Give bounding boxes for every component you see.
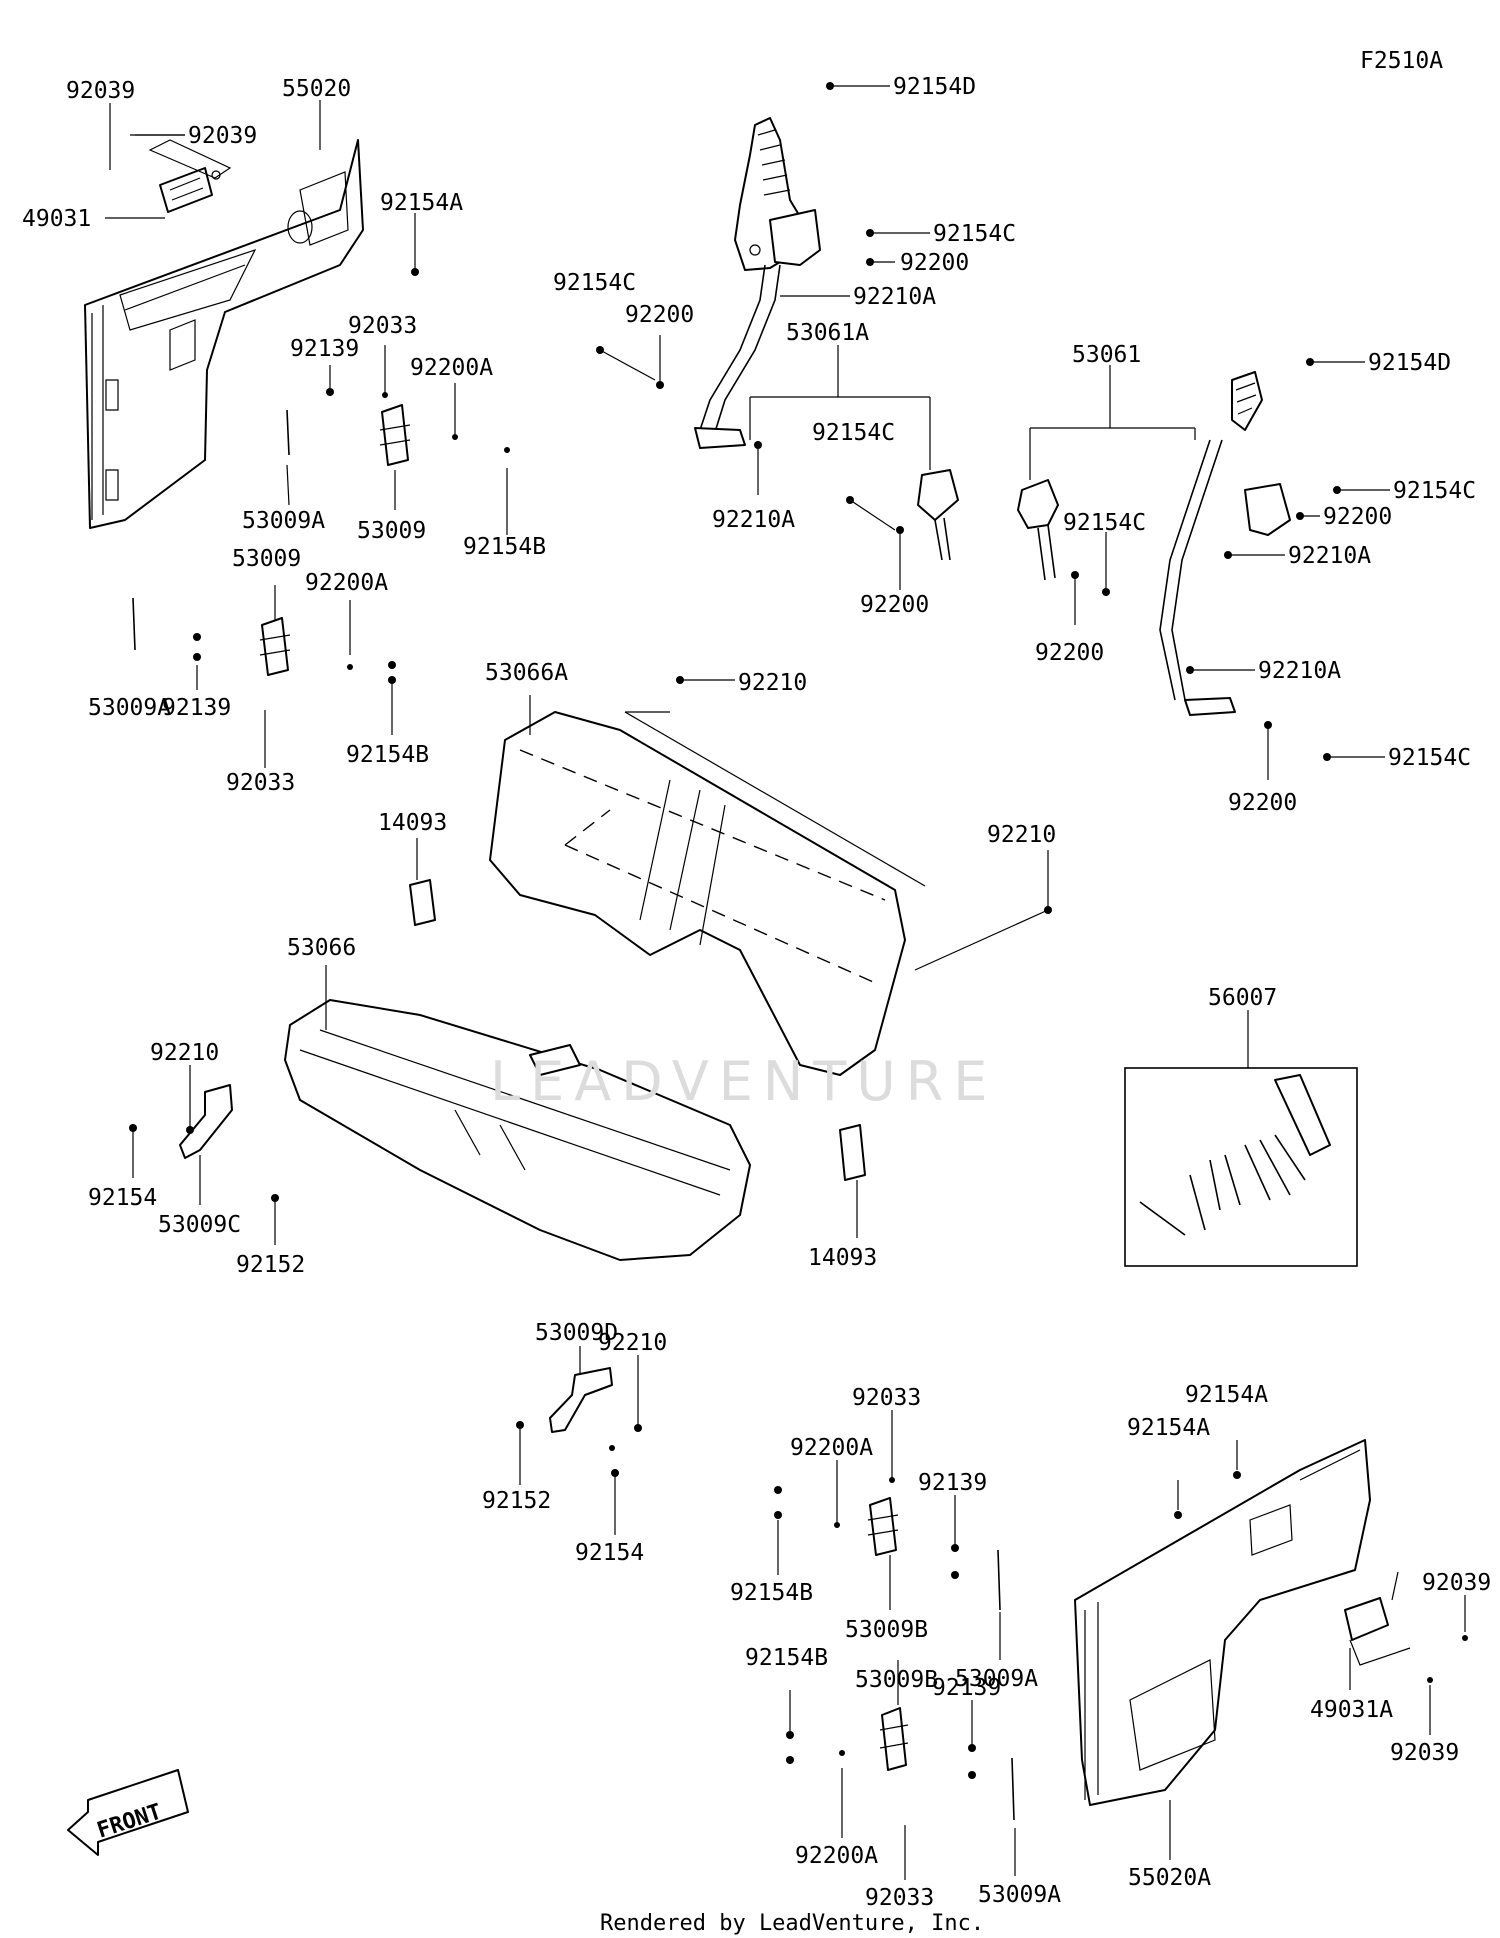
part-label: 53009C	[158, 1212, 241, 1238]
part-label: 53061	[1072, 342, 1141, 368]
part-label: 92210	[150, 1040, 219, 1066]
part-label: 92154C	[553, 270, 636, 296]
front-arrow: FRONT	[67, 1769, 189, 1856]
part-label: 53066	[287, 935, 356, 961]
part-label: 53009A	[88, 695, 171, 721]
part-label: 92039	[66, 78, 135, 104]
part-label: 92200A	[795, 1843, 878, 1869]
part-label: 92210A	[1258, 658, 1341, 684]
seat-bottom-53066	[284, 999, 751, 1261]
part-label: 92200	[1228, 790, 1297, 816]
part-label: 92154D	[893, 74, 976, 100]
part-label: 92200A	[305, 570, 388, 596]
part-label: 92200A	[790, 1435, 873, 1461]
part-label: 53066A	[485, 660, 568, 686]
part-label: 49031	[22, 206, 91, 232]
part-label: 53009	[232, 546, 301, 572]
part-label: 53061A	[786, 320, 869, 346]
part-label: 92200	[860, 592, 929, 618]
part-label: 92139	[918, 1470, 987, 1496]
part-label: 92039	[1390, 1740, 1459, 1766]
part-label: 53009D	[535, 1320, 618, 1346]
hinge-53009b-upper	[867, 1497, 899, 1556]
seat-belt-retractor-center	[694, 117, 821, 449]
part-label: 92154A	[1127, 1415, 1210, 1441]
bracket-53009c	[179, 1084, 233, 1159]
left-side-panel-55020	[84, 139, 364, 529]
part-label: 92039	[188, 123, 257, 149]
diagram-code: F2510A	[1360, 48, 1443, 74]
part-label: 53009B	[855, 1667, 938, 1693]
part-label: 92033	[226, 770, 295, 796]
part-label: 92154A	[380, 190, 463, 216]
buckle-53061a	[917, 469, 959, 561]
hinge-53009-mid	[259, 617, 291, 676]
part-label: 92033	[865, 1885, 934, 1911]
part-label: 14093	[378, 810, 447, 836]
watermark: LEADVENTURE	[490, 1050, 997, 1113]
part-label: 92154C	[1063, 510, 1146, 536]
part-label: 92200	[1323, 504, 1392, 530]
part-label: 53009A	[978, 1882, 1061, 1908]
part-label: 92033	[348, 313, 417, 339]
part-label: 55020	[282, 76, 351, 102]
part-label: 92154A	[1185, 1382, 1268, 1408]
part-label: 92154B	[346, 742, 429, 768]
part-label: 92033	[852, 1385, 921, 1411]
seat-belt-right-53061	[1017, 371, 1291, 716]
bolts-53009a	[132, 409, 1015, 1821]
part-label: 92210A	[712, 507, 795, 533]
part-label: 55020A	[1128, 1865, 1211, 1891]
seat-back-53066a	[489, 711, 906, 1076]
part-label: 92154C	[1393, 478, 1476, 504]
hinge-53009b-lower	[879, 1707, 909, 1771]
clip-14093-left	[409, 879, 436, 926]
part-label: 92139	[162, 695, 231, 721]
tool-kit-box-56007	[1124, 1067, 1358, 1267]
part-label: 92139	[932, 1675, 1001, 1701]
part-label: 92154	[88, 1185, 157, 1211]
hinge-53009-top	[379, 404, 411, 466]
part-label: 92210	[987, 822, 1056, 848]
leader-lines	[105, 82, 1468, 1880]
part-label: 92200	[625, 302, 694, 328]
part-label: 92200	[900, 250, 969, 276]
part-label: 53009A	[242, 508, 325, 534]
part-label: 92154C	[933, 221, 1016, 247]
part-label: 92154	[575, 1540, 644, 1566]
part-label: 92154C	[1388, 745, 1471, 771]
part-label: 92210A	[853, 284, 936, 310]
part-label: 92154C	[812, 420, 895, 446]
part-label: 92154D	[1368, 350, 1451, 376]
part-label: 56007	[1208, 985, 1277, 1011]
part-label: 92152	[482, 1488, 551, 1514]
part-label: 92210	[738, 670, 807, 696]
part-label: 92039	[1422, 1570, 1491, 1596]
footer-credit: Rendered by LeadVenture, Inc.	[600, 1911, 984, 1936]
part-label: 53009B	[845, 1617, 928, 1643]
part-label: 92139	[290, 336, 359, 362]
part-label: 49031A	[1310, 1697, 1393, 1723]
right-side-panel-55020a	[1074, 1439, 1371, 1806]
latch-49031a	[1344, 1571, 1411, 1666]
part-label: 92200	[1035, 640, 1104, 666]
part-label: 92210	[598, 1330, 667, 1356]
part-label: 92200A	[410, 355, 493, 381]
part-label: 92154B	[730, 1580, 813, 1606]
part-label: 92154B	[463, 534, 546, 560]
part-label: 92210A	[1288, 543, 1371, 569]
latch-49031	[148, 139, 232, 213]
part-label: 53009	[357, 518, 426, 544]
clip-14093-right	[839, 1124, 866, 1181]
part-label: 92154B	[745, 1645, 828, 1671]
bracket-53009d	[549, 1367, 613, 1433]
part-label: 53009A	[955, 1666, 1038, 1692]
part-label: 14093	[808, 1245, 877, 1271]
part-label: 92152	[236, 1252, 305, 1278]
